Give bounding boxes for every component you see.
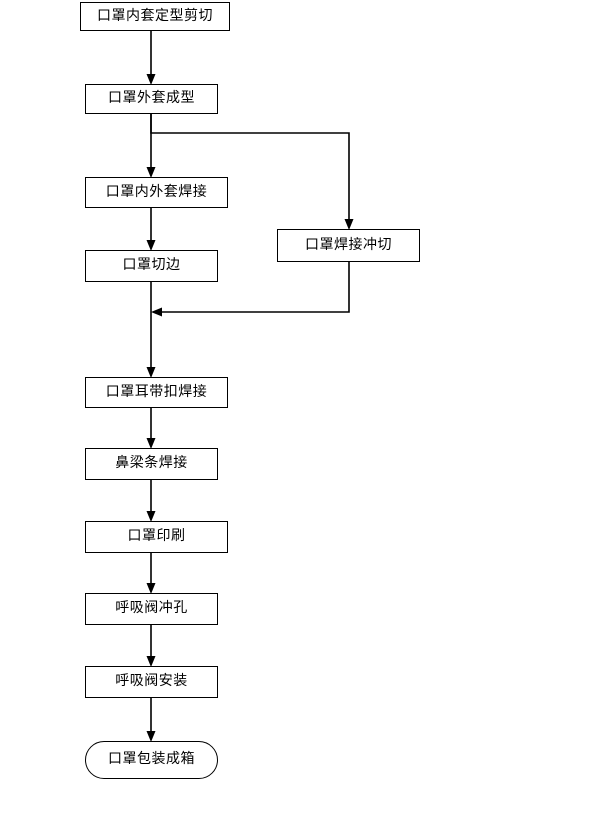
node-edge-cutting[interactable]: 口罩切边 — [85, 250, 218, 282]
node-mask-printing[interactable]: 口罩印刷 — [85, 521, 228, 553]
edge-n2-n3 — [146, 114, 156, 178]
node-nosewire-welding[interactable]: 鼻梁条焊接 — [85, 448, 218, 480]
edge-n6-n7 — [146, 408, 156, 449]
edge-n3-n4 — [146, 208, 156, 251]
node-inner-shell-trim[interactable]: 口罩内套定型剪切 — [80, 2, 230, 31]
edge-n1-n2 — [146, 31, 156, 85]
node-shell-welding[interactable]: 口罩内外套焊接 — [85, 177, 228, 208]
edge-n4-n6 — [146, 282, 156, 378]
node-outer-shell-form[interactable]: 口罩外套成型 — [85, 84, 218, 114]
edge-n10-n11 — [146, 698, 156, 742]
node-earloop-welding[interactable]: 口罩耳带扣焊接 — [85, 377, 228, 408]
node-valve-hole-punch[interactable]: 呼吸阀冲孔 — [85, 593, 218, 625]
edge-n9-n10 — [146, 625, 156, 667]
edge-n7-n8 — [146, 480, 156, 522]
node-valve-install[interactable]: 呼吸阀安装 — [85, 666, 218, 698]
node-weld-punching[interactable]: 口罩焊接冲切 — [277, 229, 420, 262]
node-packaging-boxing[interactable]: 口罩包装成箱 — [85, 741, 218, 779]
edge-n2-n5 — [150, 114, 354, 230]
edge-n8-n9 — [146, 553, 156, 594]
